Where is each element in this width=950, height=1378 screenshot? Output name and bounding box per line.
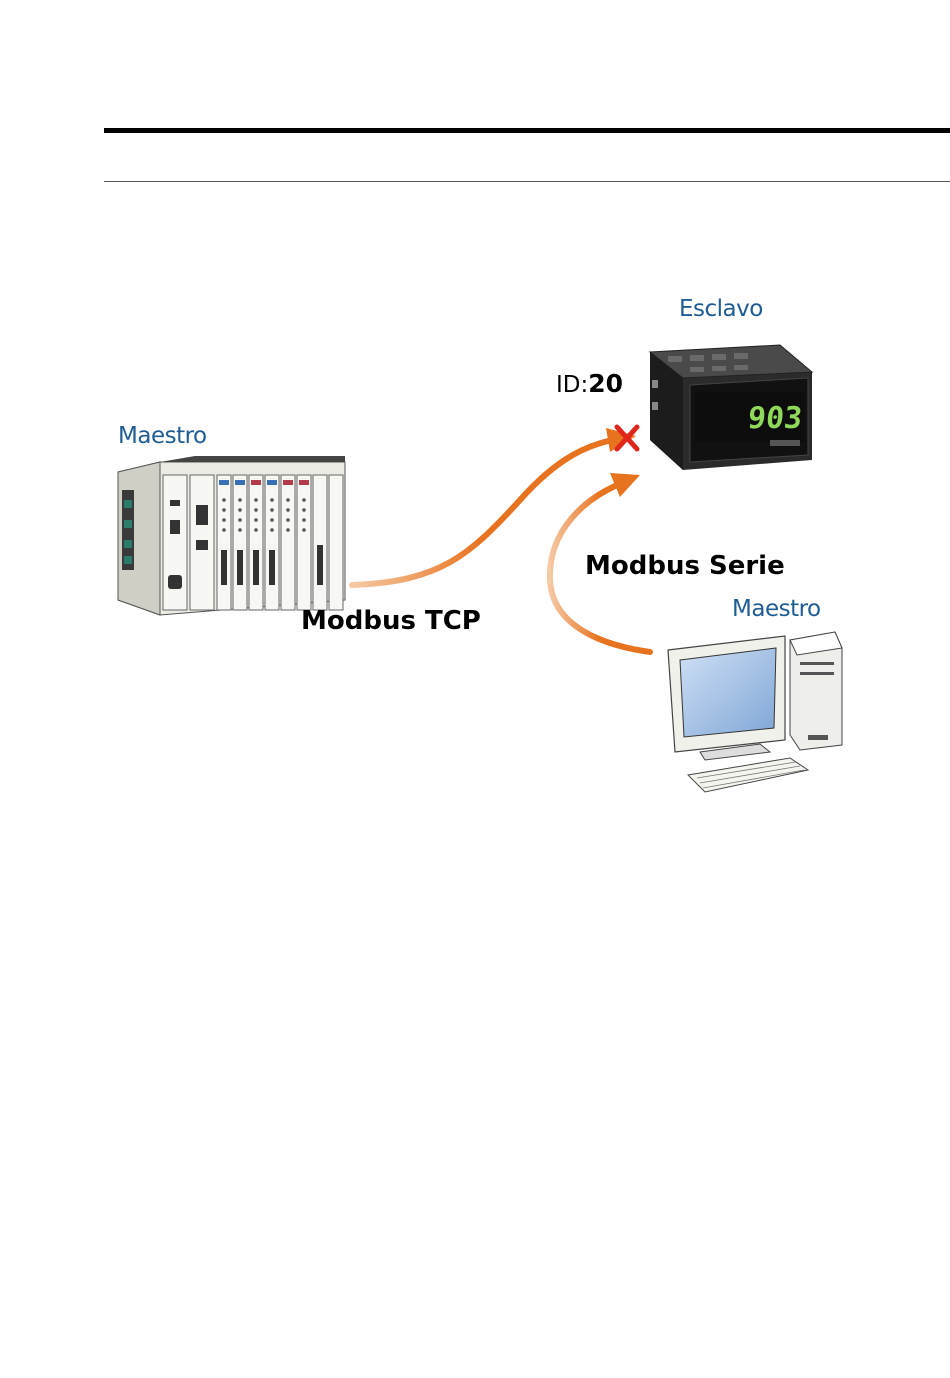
desktop-computer-icon [668, 632, 842, 792]
modbus-serie-label: Modbus Serie [585, 551, 785, 581]
master-plc-label: Maestro [118, 423, 207, 449]
slave-label: Esclavo [679, 296, 763, 322]
meter-display-value: 903 [746, 401, 804, 436]
plc-rack-icon [118, 456, 345, 615]
slave-id: ID:20 [556, 369, 623, 398]
slave-id-prefix: ID: [556, 372, 588, 398]
master-pc-label: Maestro [732, 596, 821, 622]
panel-meter-icon: 903 [650, 345, 812, 470]
slave-id-value: 20 [588, 369, 623, 398]
modbus-tcp-label: Modbus TCP [301, 606, 481, 636]
